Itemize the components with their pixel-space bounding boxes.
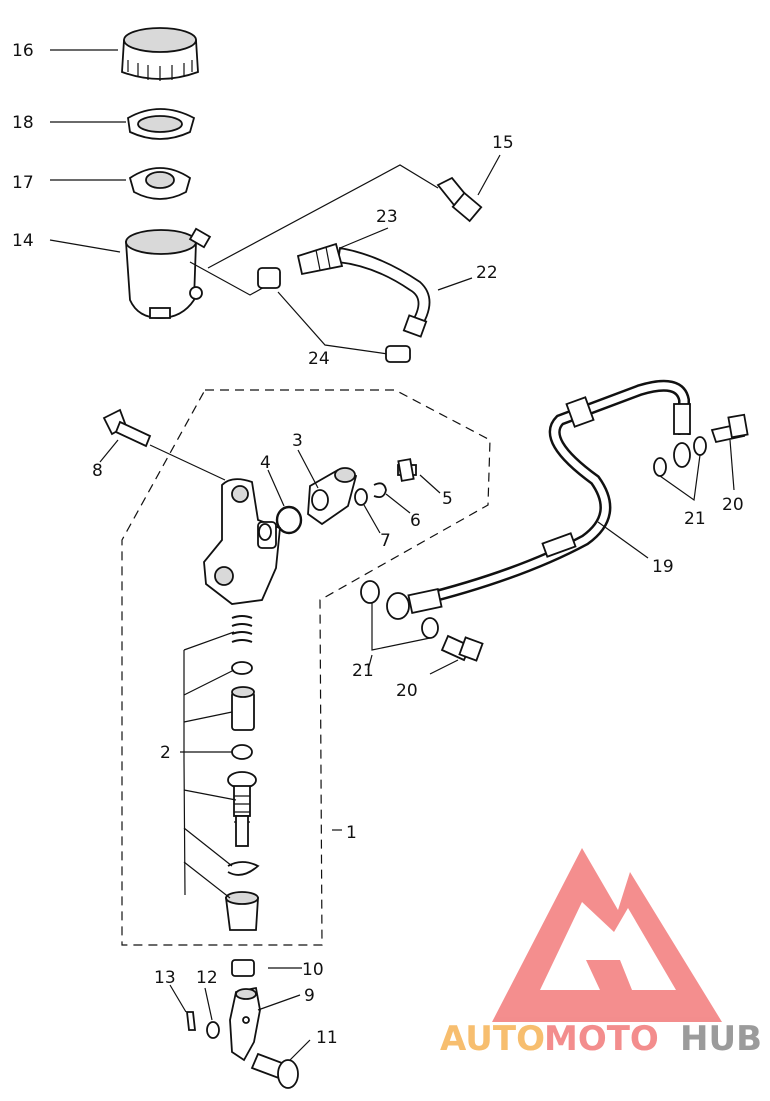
callout-18: 18 [12, 113, 34, 133]
callout-24: 24 [308, 349, 330, 369]
watermark-auto: AUTO [440, 1019, 545, 1059]
master-cylinder-body [203, 478, 281, 605]
bolt-15 [436, 176, 483, 223]
callout-3: 3 [292, 431, 303, 451]
o-ring-4 [275, 505, 303, 535]
callout-6: 6 [410, 511, 421, 531]
callout-1: 1 [346, 823, 357, 843]
callout-23: 23 [376, 207, 398, 227]
diaphragm-18 [127, 108, 196, 140]
logo-triangle-mark [492, 848, 722, 1022]
callout-15: 15 [492, 133, 514, 153]
callout-19: 19 [652, 557, 674, 577]
clevis-9 [229, 986, 261, 1062]
assembly-outline [121, 389, 491, 946]
union-fitting-3 [307, 467, 358, 526]
pin-11 [250, 1052, 299, 1089]
callout-20-upper: 20 [722, 495, 744, 515]
callout-2: 2 [160, 743, 171, 763]
callout-8: 8 [92, 461, 103, 481]
diaphragm-holder-17 [128, 167, 192, 200]
locknut-10 [231, 959, 255, 977]
washer-21-lower-a [360, 580, 380, 604]
cotter-pin-13 [185, 1011, 197, 1031]
washer-7 [354, 488, 368, 506]
callout-16: 16 [12, 41, 34, 61]
callout-5: 5 [442, 489, 453, 509]
washer-21-upper-a [653, 457, 667, 477]
callout-4: 4 [260, 453, 271, 473]
callout-17: 17 [12, 173, 34, 193]
callout-21-lower: 21 [352, 661, 374, 681]
bolt-8 [102, 408, 152, 448]
callout-11: 11 [316, 1028, 338, 1048]
callout-22: 22 [476, 263, 498, 283]
callout-12: 12 [196, 968, 218, 988]
callout-13: 13 [154, 968, 176, 988]
reservoir-hose-22 [296, 242, 431, 338]
reservoir-tank-14 [125, 227, 212, 319]
callout-20-lower: 20 [396, 681, 418, 701]
washer-21-lower-b [421, 617, 439, 639]
callout-21-upper: 21 [684, 509, 706, 529]
banjo-bolt-20-upper [710, 413, 749, 444]
watermark-moto: MOTO [544, 1019, 659, 1059]
reservoir-cap-16 [121, 27, 199, 81]
banjo-bolt-20-lower [440, 634, 484, 662]
callout-7: 7 [380, 531, 391, 551]
watermark-hub: HUB [680, 1019, 762, 1059]
piston-kit-2 [224, 615, 260, 931]
callout-14: 14 [12, 231, 34, 251]
callout-10: 10 [302, 960, 324, 980]
callout-9: 9 [304, 986, 315, 1006]
watermark-logo: AUTO MOTO HUB [440, 848, 762, 1059]
hose-clip-24 [257, 267, 411, 363]
washer-12 [206, 1021, 220, 1039]
screw-5 [397, 458, 417, 482]
brake-hose-19 [386, 379, 691, 620]
circlip-6 [373, 482, 387, 499]
callout-labels: 16 18 17 14 15 23 22 24 3 4 8 5 6 7 2 1 … [12, 41, 744, 1048]
washer-21-upper-b [693, 436, 707, 456]
